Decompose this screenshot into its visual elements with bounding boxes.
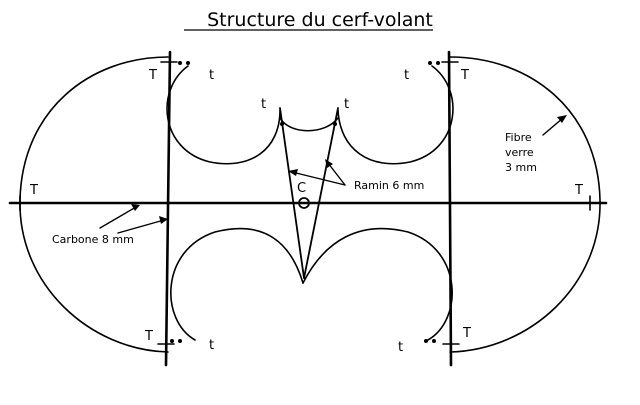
- fitting-dot: [178, 61, 182, 65]
- label-fibre-line1: Fibre: [505, 131, 532, 144]
- label-ramin: Ramin 6 mm: [354, 179, 424, 192]
- label-fibre-line3: 3 mm: [505, 161, 537, 174]
- label-fibre-line2: verre: [505, 146, 534, 159]
- fitting-dot: [333, 122, 337, 126]
- fitting-dot: [170, 339, 174, 343]
- arrowhead: [557, 115, 567, 123]
- arrowhead: [325, 159, 333, 168]
- annotation-arrows: [99, 115, 567, 234]
- label-T-top-right: T: [460, 68, 469, 83]
- arrowhead: [159, 216, 168, 224]
- label-carbone: Carbone 8 mm: [52, 233, 134, 246]
- fitting-dot: [436, 61, 440, 65]
- fitting-dot: [186, 61, 190, 65]
- label-T-top-left: T: [148, 68, 157, 83]
- left-ramin-rod: [279, 107, 305, 279]
- fitting-dot: [178, 339, 182, 343]
- arrowhead: [131, 204, 140, 211]
- label-t-bottom-right: t: [398, 340, 403, 355]
- label-T-bottom-right: T: [462, 326, 471, 341]
- label-T-right: T: [574, 183, 583, 198]
- ramin-arrow-1: [291, 171, 346, 186]
- kite-outline: [19, 56, 601, 353]
- ramin-arrow-2: [327, 162, 346, 186]
- right-ramin-rod: [303, 107, 339, 279]
- top-left-scallop: [166, 65, 281, 165]
- top-center-bump: [279, 117, 339, 132]
- label-t-center-left: t: [261, 97, 266, 112]
- label-t-top-left: t: [209, 68, 214, 83]
- fitting-dot: [424, 339, 428, 343]
- carbone-arrow-1: [99, 206, 137, 229]
- carbone-arrow-2: [117, 219, 165, 234]
- left-vertical-spar: [164, 50, 172, 367]
- bottom-left-scallop: [170, 227, 304, 341]
- label-t-bottom-left: t: [209, 338, 214, 353]
- spars: [8, 50, 608, 367]
- fibre-arrow: [542, 117, 564, 136]
- bottom-right-scallop: [302, 227, 453, 341]
- fitting-dots: [170, 61, 440, 343]
- label-t-center-right: t: [344, 97, 349, 112]
- fitting-dot: [428, 61, 432, 65]
- arrowhead: [288, 169, 298, 176]
- labels: T t t T t t T T C Ramin 6 mm Fibre verre…: [29, 68, 583, 355]
- right-outer-arc: [449, 56, 601, 353]
- diagram-title: Structure du cerf-volant: [207, 9, 433, 31]
- label-C: C: [297, 181, 306, 196]
- label-T-left: T: [29, 183, 38, 198]
- center-connector-c: [298, 197, 310, 209]
- label-T-bottom-left: T: [144, 329, 153, 344]
- right-vertical-spar: [447, 50, 453, 367]
- label-t-top-right: t: [404, 68, 409, 83]
- top-right-scallop: [337, 65, 454, 165]
- left-outer-arc: [19, 56, 169, 353]
- fitting-dot: [280, 122, 284, 126]
- fitting-dot: [432, 339, 436, 343]
